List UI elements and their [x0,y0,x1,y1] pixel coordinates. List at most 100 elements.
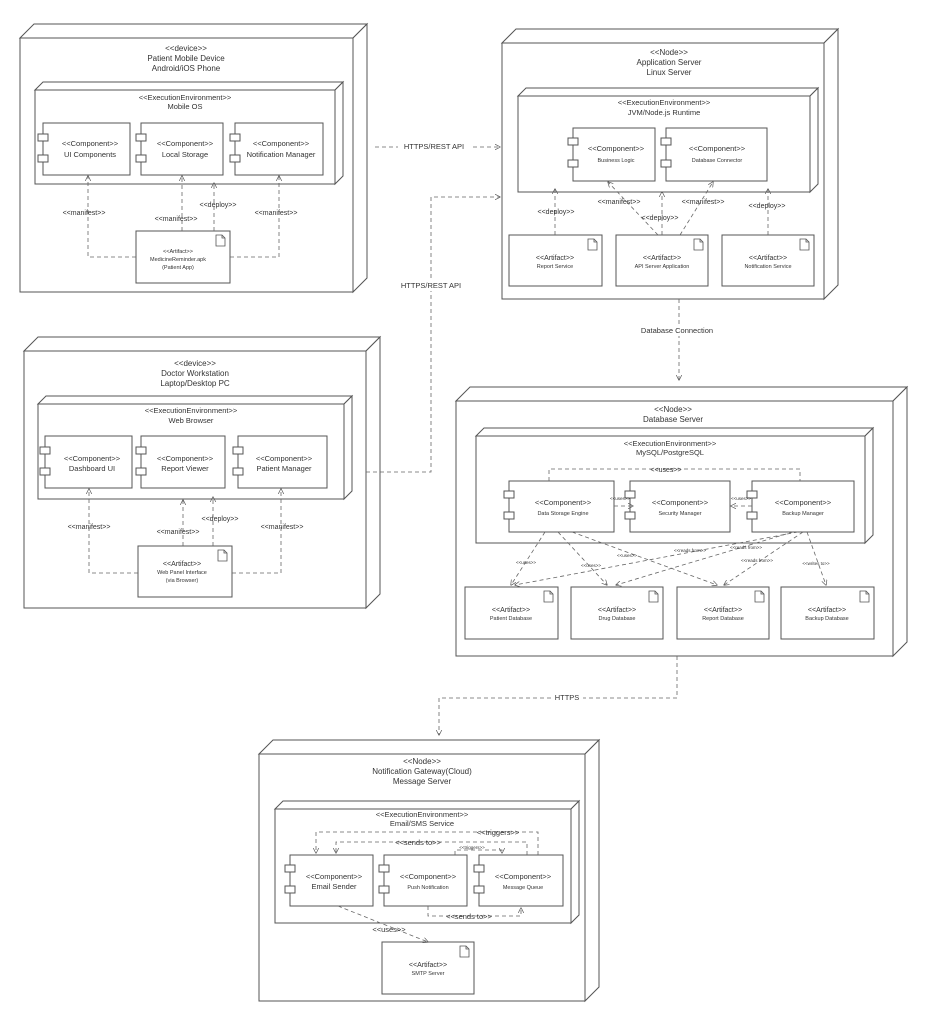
label-manifest: <<manifest>> [255,210,298,217]
svg-text:Backup Database: Backup Database [805,616,848,622]
node-database-server: <<Node>> Database Server <<ExecutionEnvi… [454,385,909,658]
svg-text:<<Artifact>>: <<Artifact>> [163,249,193,255]
svg-text:MedicineReminder.apk: MedicineReminder.apk [150,257,206,263]
label-triggers: <<triggers>> [459,845,485,850]
label-https: HTTPS [555,693,580,702]
label-uses: <<uses>> [731,496,751,501]
node-name: Patient Mobile Device [147,54,225,63]
component-backup-manager: <<Component>> Backup Manager [746,480,855,533]
svg-text:Push Notification: Push Notification [407,885,448,891]
node-name: Application Server [637,58,702,67]
label-sends-to: <<sends to>> [446,912,492,921]
label-manifest: <<manifest>> [155,216,198,223]
artifact-backup-database: <<Artifact>> Backup Database [780,586,875,640]
svg-text:Data Storage Engine: Data Storage Engine [537,511,588,517]
svg-text:<<Component>>: <<Component>> [256,454,313,463]
label-reads-from: <<reads from>> [674,548,706,553]
svg-text:(Patient App): (Patient App) [162,265,194,271]
node-patient-device: <<device>> Patient Mobile Device Android… [18,22,369,294]
label-manifest: <<manifest>> [598,199,641,206]
label-manifest: <<manifest>> [682,199,725,206]
env-name: JVM/Node.js Runtime [628,108,701,117]
svg-text:Patient Database: Patient Database [490,616,532,622]
artifact-web-panel-interface: <<Artifact>> Web Panel Interface (via Br… [137,545,233,598]
svg-text:Patient Manager: Patient Manager [256,464,312,473]
svg-text:<<Component>>: <<Component>> [400,872,457,881]
label-deploy: <<deploy>> [538,209,575,216]
label-manifest: <<manifest>> [63,210,106,217]
svg-text:<<Artifact>>: <<Artifact>> [409,962,447,969]
component-security-manager: <<Component>> Security Manager [624,480,731,533]
svg-text:Backup Manager: Backup Manager [782,511,824,517]
svg-text:<<Component>>: <<Component>> [588,144,645,153]
svg-text:<<Artifact>>: <<Artifact>> [808,607,846,614]
label-uses: <<uses>> [617,553,637,558]
component-email-sender: <<Component>> Email Sender [284,854,374,907]
node-subtitle: Message Server [393,777,452,786]
artifact-medicine-reminder-apk: <<Artifact>> MedicineReminder.apk (Patie… [135,230,231,284]
component-notification-manager: <<Component>> Notification Manager [229,122,324,176]
svg-text:API Server Application: API Server Application [635,264,690,270]
label-uses: <<uses>> [610,496,630,501]
node-stereotype: <<Node>> [403,757,441,766]
svg-text:(via Browser): (via Browser) [166,578,199,584]
env-name: MySQL/PostgreSQL [636,448,704,457]
label-deploy: <<deploy>> [200,202,237,209]
component-patient-manager: <<Component>> Patient Manager [232,435,328,489]
svg-text:Drug Database: Drug Database [599,616,636,622]
component-message-queue: <<Component>> Message Queue [473,854,564,907]
label-deploy: <<deploy>> [642,215,679,222]
svg-text:Local Storage: Local Storage [162,150,208,159]
component-push-notification: <<Component>> Push Notification [378,854,468,907]
label-uses: <<uses>> [516,560,536,565]
label-reads-from: <<reads from>> [730,545,762,550]
svg-text:<<Artifact>>: <<Artifact>> [749,255,787,262]
component-ui-components: <<Component>> UI Components [37,122,131,176]
node-notification-gateway: <<Node>> Notification Gateway(Cloud) Mes… [257,738,601,1003]
label-uses: <<uses>> [650,467,681,474]
env-name: Mobile OS [167,102,202,111]
svg-text:<<Artifact>>: <<Artifact>> [536,255,574,262]
artifact-smtp-server: <<Artifact>> SMTP Server [381,941,475,995]
svg-text:Dashboard UI: Dashboard UI [69,464,115,473]
artifact-notification-service: <<Artifact>> Notification Service [721,234,815,287]
node-subtitle: Laptop/Desktop PC [160,379,230,388]
label-uses: <<uses>> [581,563,601,568]
label-manifest: <<manifest>> [261,524,304,531]
svg-text:<<Component>>: <<Component>> [775,498,832,507]
svg-text:Message Queue: Message Queue [503,885,543,891]
artifact-report-service: <<Artifact>> Report Service [508,234,603,287]
artifact-drug-database: <<Artifact>> Drug Database [570,586,664,640]
node-doctor-workstation: <<device>> Doctor Workstation Laptop/Des… [22,335,382,610]
node-stereotype: <<device>> [165,44,207,53]
node-stereotype: <<Node>> [654,405,692,414]
svg-text:<<Component>>: <<Component>> [253,139,310,148]
env-stereotype: <<ExecutionEnvironment>> [145,406,238,415]
node-name: Notification Gateway(Cloud) [372,767,472,776]
svg-text:<<Component>>: <<Component>> [306,872,363,881]
svg-text:<<Component>>: <<Component>> [535,498,592,507]
svg-text:<<Artifact>>: <<Artifact>> [598,607,636,614]
label-uses: <<uses>> [372,925,406,934]
label-reads-from: <<reads from>> [741,558,773,563]
svg-text:Notification Service: Notification Service [744,264,791,270]
label-deploy: <<deploy>> [749,203,786,210]
connection-patient-to-appserver: HTTPS/REST API [375,140,500,151]
label-triggers: <<triggers>> [477,828,520,837]
env-name: Web Browser [169,416,214,425]
label-database-connection: Database Connection [641,326,713,335]
env-stereotype: <<ExecutionEnvironment>> [376,810,469,819]
env-stereotype: <<ExecutionEnvironment>> [624,439,717,448]
svg-text:<<Artifact>>: <<Artifact>> [163,561,201,568]
component-business-logic: <<Component>> Business Logic [567,127,656,182]
connection-dbserver-to-notification: HTTPS [439,656,678,735]
artifact-api-server-application: <<Artifact>> API Server Application [615,234,709,287]
node-name: Doctor Workstation [161,369,229,378]
svg-text:Report Service: Report Service [537,264,573,270]
svg-text:Email Sender: Email Sender [311,882,357,891]
svg-text:<<Artifact>>: <<Artifact>> [492,607,530,614]
svg-text:<<Artifact>>: <<Artifact>> [704,607,742,614]
env-stereotype: <<ExecutionEnvironment>> [139,93,232,102]
svg-text:Notification Manager: Notification Manager [247,150,316,159]
artifact-patient-database: <<Artifact>> Patient Database [464,586,559,640]
